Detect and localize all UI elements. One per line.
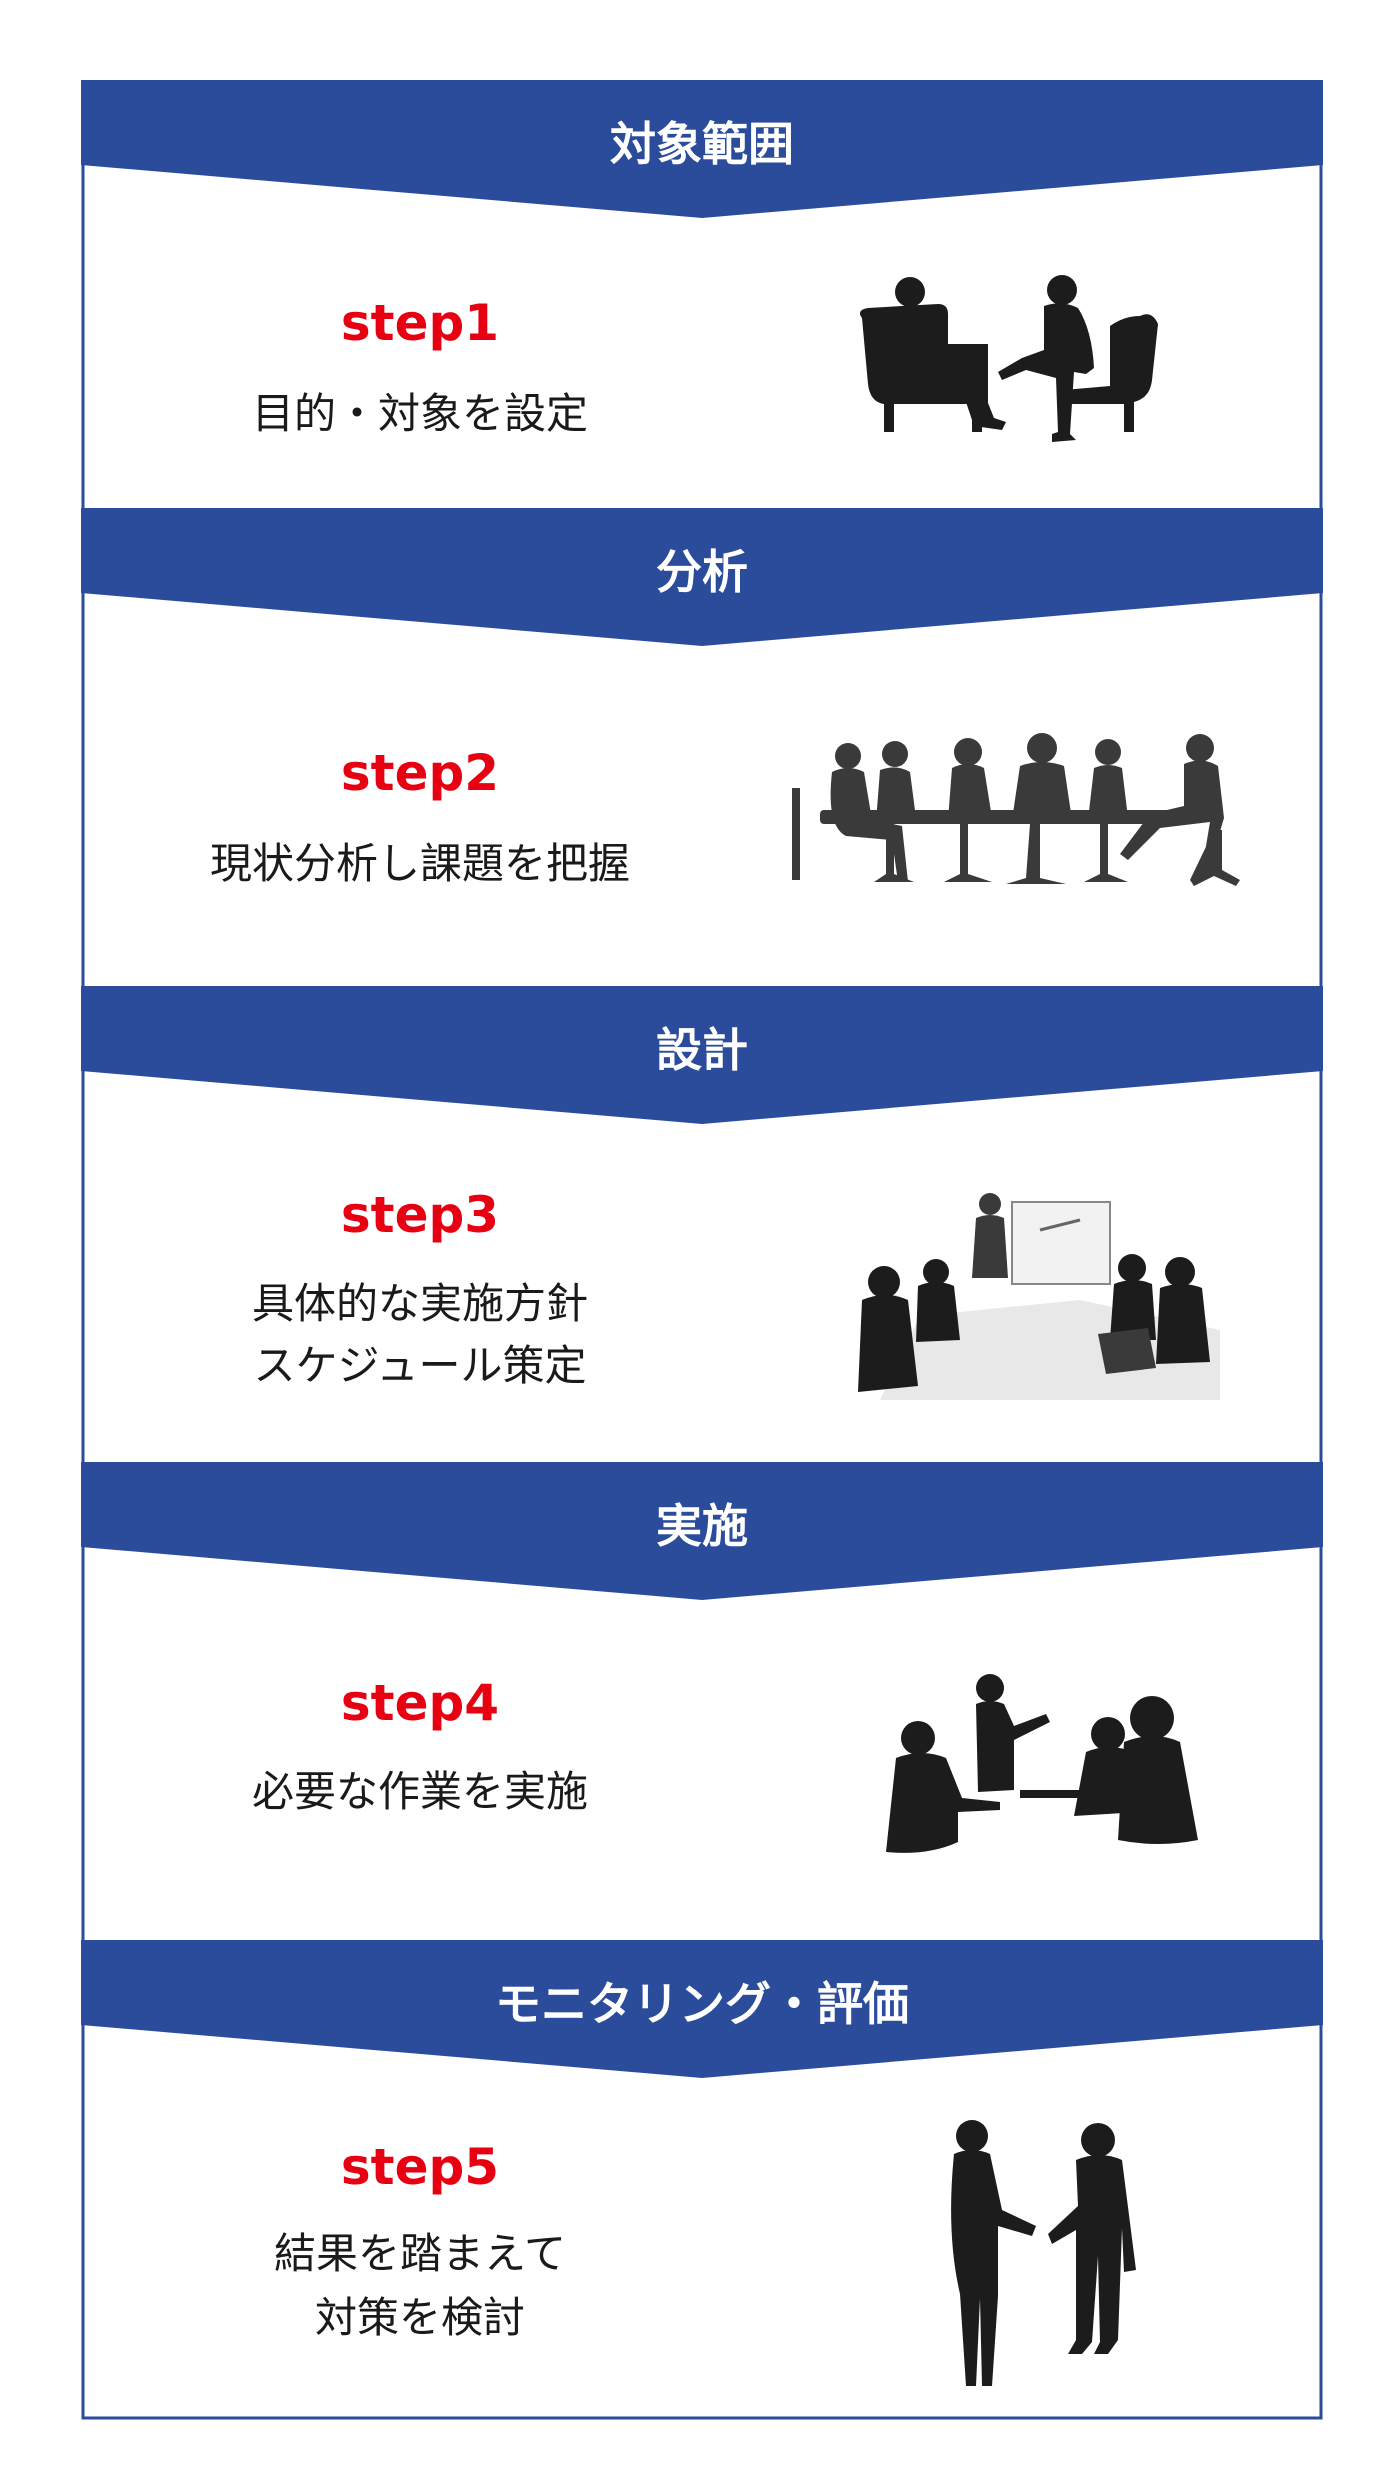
section-1-banner [81, 80, 1323, 218]
section-4-step-label: step4 [341, 1674, 499, 1732]
section-3: 設計 step3 具体的な実施方針 スケジュール策定 [81, 986, 1323, 1400]
section-1-step-label: step1 [341, 294, 499, 352]
section-5-banner [81, 1940, 1323, 2078]
section-5-step-label: step5 [341, 2138, 499, 2196]
section-2-title: 分析 [656, 545, 748, 599]
section-4-description-line-1: 必要な作業を実施 [252, 1767, 588, 1816]
meeting-table-silhouette-icon [792, 733, 1240, 886]
section-2-step-label: step2 [341, 744, 499, 802]
section-3-banner [81, 986, 1323, 1124]
section-4: 実施 step4 必要な作業を実施 [81, 1462, 1323, 1853]
section-2-description-line-1: 現状分析し課題を把握 [210, 839, 630, 888]
section-5-description-line-1: 結果を踏まえて [274, 2229, 566, 2278]
interview-silhouette-icon [860, 275, 1158, 442]
section-5: モニタリング・評価 step5 結果を踏まえて 対策を検討 [81, 1940, 1323, 2386]
section-1: 対象範囲 step1 目的・対象を設定 [81, 80, 1323, 442]
section-3-description-line-1: 具体的な実施方針 [252, 1279, 588, 1328]
section-3-step-label: step3 [341, 1186, 499, 1244]
section-2-banner [81, 508, 1323, 646]
section-5-title: モニタリング・評価 [495, 1977, 909, 2031]
section-1-description-line-1: 目的・対象を設定 [252, 389, 588, 438]
section-3-title: 設計 [656, 1023, 748, 1077]
discussion-silhouette-icon [886, 1674, 1198, 1853]
handshake-silhouette-icon [951, 2120, 1136, 2386]
section-1-title: 対象範囲 [610, 117, 794, 171]
section-5-description-line-2: 対策を検討 [315, 2293, 525, 2342]
section-4-title: 実施 [656, 1499, 748, 1553]
section-2: 分析 step2 現状分析し課題を把握 [81, 508, 1323, 888]
section-4-banner [81, 1462, 1323, 1600]
section-3-description-line-2: スケジュール策定 [253, 1341, 586, 1390]
presentation-silhouette-icon [858, 1193, 1220, 1400]
